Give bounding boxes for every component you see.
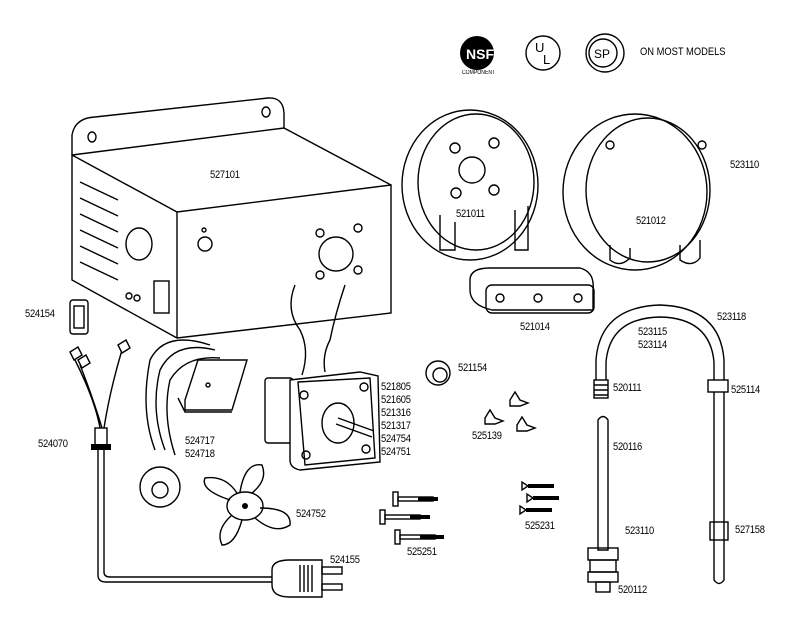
label-screws: 525231 [525,520,555,532]
svg-text:L: L [543,52,550,67]
label-switch: 524154 [25,308,55,320]
pump-head-521011 [401,109,539,261]
label-housing: 527101 [210,169,240,181]
label-motor-1: 521605 [381,394,411,406]
label-motor-0: 521805 [381,381,411,393]
pump-head-521012 [562,113,711,271]
label-fan-blade: 524752 [296,508,326,520]
power-cord-524070 [69,338,272,583]
label-fitting-left: 520111 [613,382,642,394]
wing-nuts-525139 [484,390,537,432]
label-clamp-bar: 521014 [520,321,550,333]
label-motor-5: 524751 [381,446,411,458]
knob-521154 [425,360,451,386]
fitting-520111 [593,379,609,399]
plug-524155 [271,559,343,598]
label-fitting-right: 525114 [731,384,760,396]
label-pump-cover: 523110 [730,159,759,171]
label-power-cord: 524070 [38,438,68,450]
label-motor-2: 521316 [381,407,411,419]
svg-text:SP: SP [594,47,610,61]
label-probe: 520116 [613,441,642,453]
label-pump-head-left: 521011 [456,208,485,220]
label-motor-4: 524754 [381,433,411,445]
label-tube-inner-0: 523115 [638,326,667,338]
nsf-mark-icon: NSF [460,36,494,70]
threaded-tube-527158 [709,392,729,585]
label-motor-3: 521317 [381,420,411,432]
csa-mark-icon: SP [585,33,625,73]
motor-521805 [264,284,381,471]
label-knob: 521154 [458,362,487,374]
probe-520116 [597,415,609,551]
fitting-525114 [707,379,729,393]
label-stopper: 520112 [618,584,647,596]
certification-note: ON MOST MODELS [640,46,726,58]
circuit-board-524717 [139,339,248,508]
label-wing-nuts: 525139 [472,430,502,442]
label-circuit-board-1: 524718 [185,448,215,460]
label-threaded-tube: 527158 [735,524,765,536]
label-plug: 524155 [330,554,360,566]
label-bolts: 525251 [407,546,437,558]
fan-blade-524752 [203,464,291,546]
label-tube-inner: 523115 523114 [638,326,667,352]
clamp-bar-521014 [469,267,595,314]
tube-523118 [595,304,725,380]
bolts-525251 [379,491,444,545]
label-pump-head-right: 521012 [636,215,666,227]
nsf-caption: COMPONENT [462,70,496,76]
housing-527101 [71,97,392,339]
label-probe-523110: 523110 [625,525,654,537]
label-tube-outer: 523118 [717,311,746,323]
label-motor: 521805 521605 521316 521317 524754 52475… [381,381,411,459]
ul-mark-icon: U L [525,35,561,71]
label-circuit-board: 524717 524718 [185,435,215,461]
label-circuit-board-0: 524717 [185,435,215,447]
svg-text:U: U [535,40,544,55]
label-tube-inner-1: 523114 [638,339,667,351]
svg-text:NSF: NSF [466,46,494,62]
stopper-520112 [587,547,619,593]
switch-524154 [69,299,89,335]
screws-525231 [519,480,559,516]
